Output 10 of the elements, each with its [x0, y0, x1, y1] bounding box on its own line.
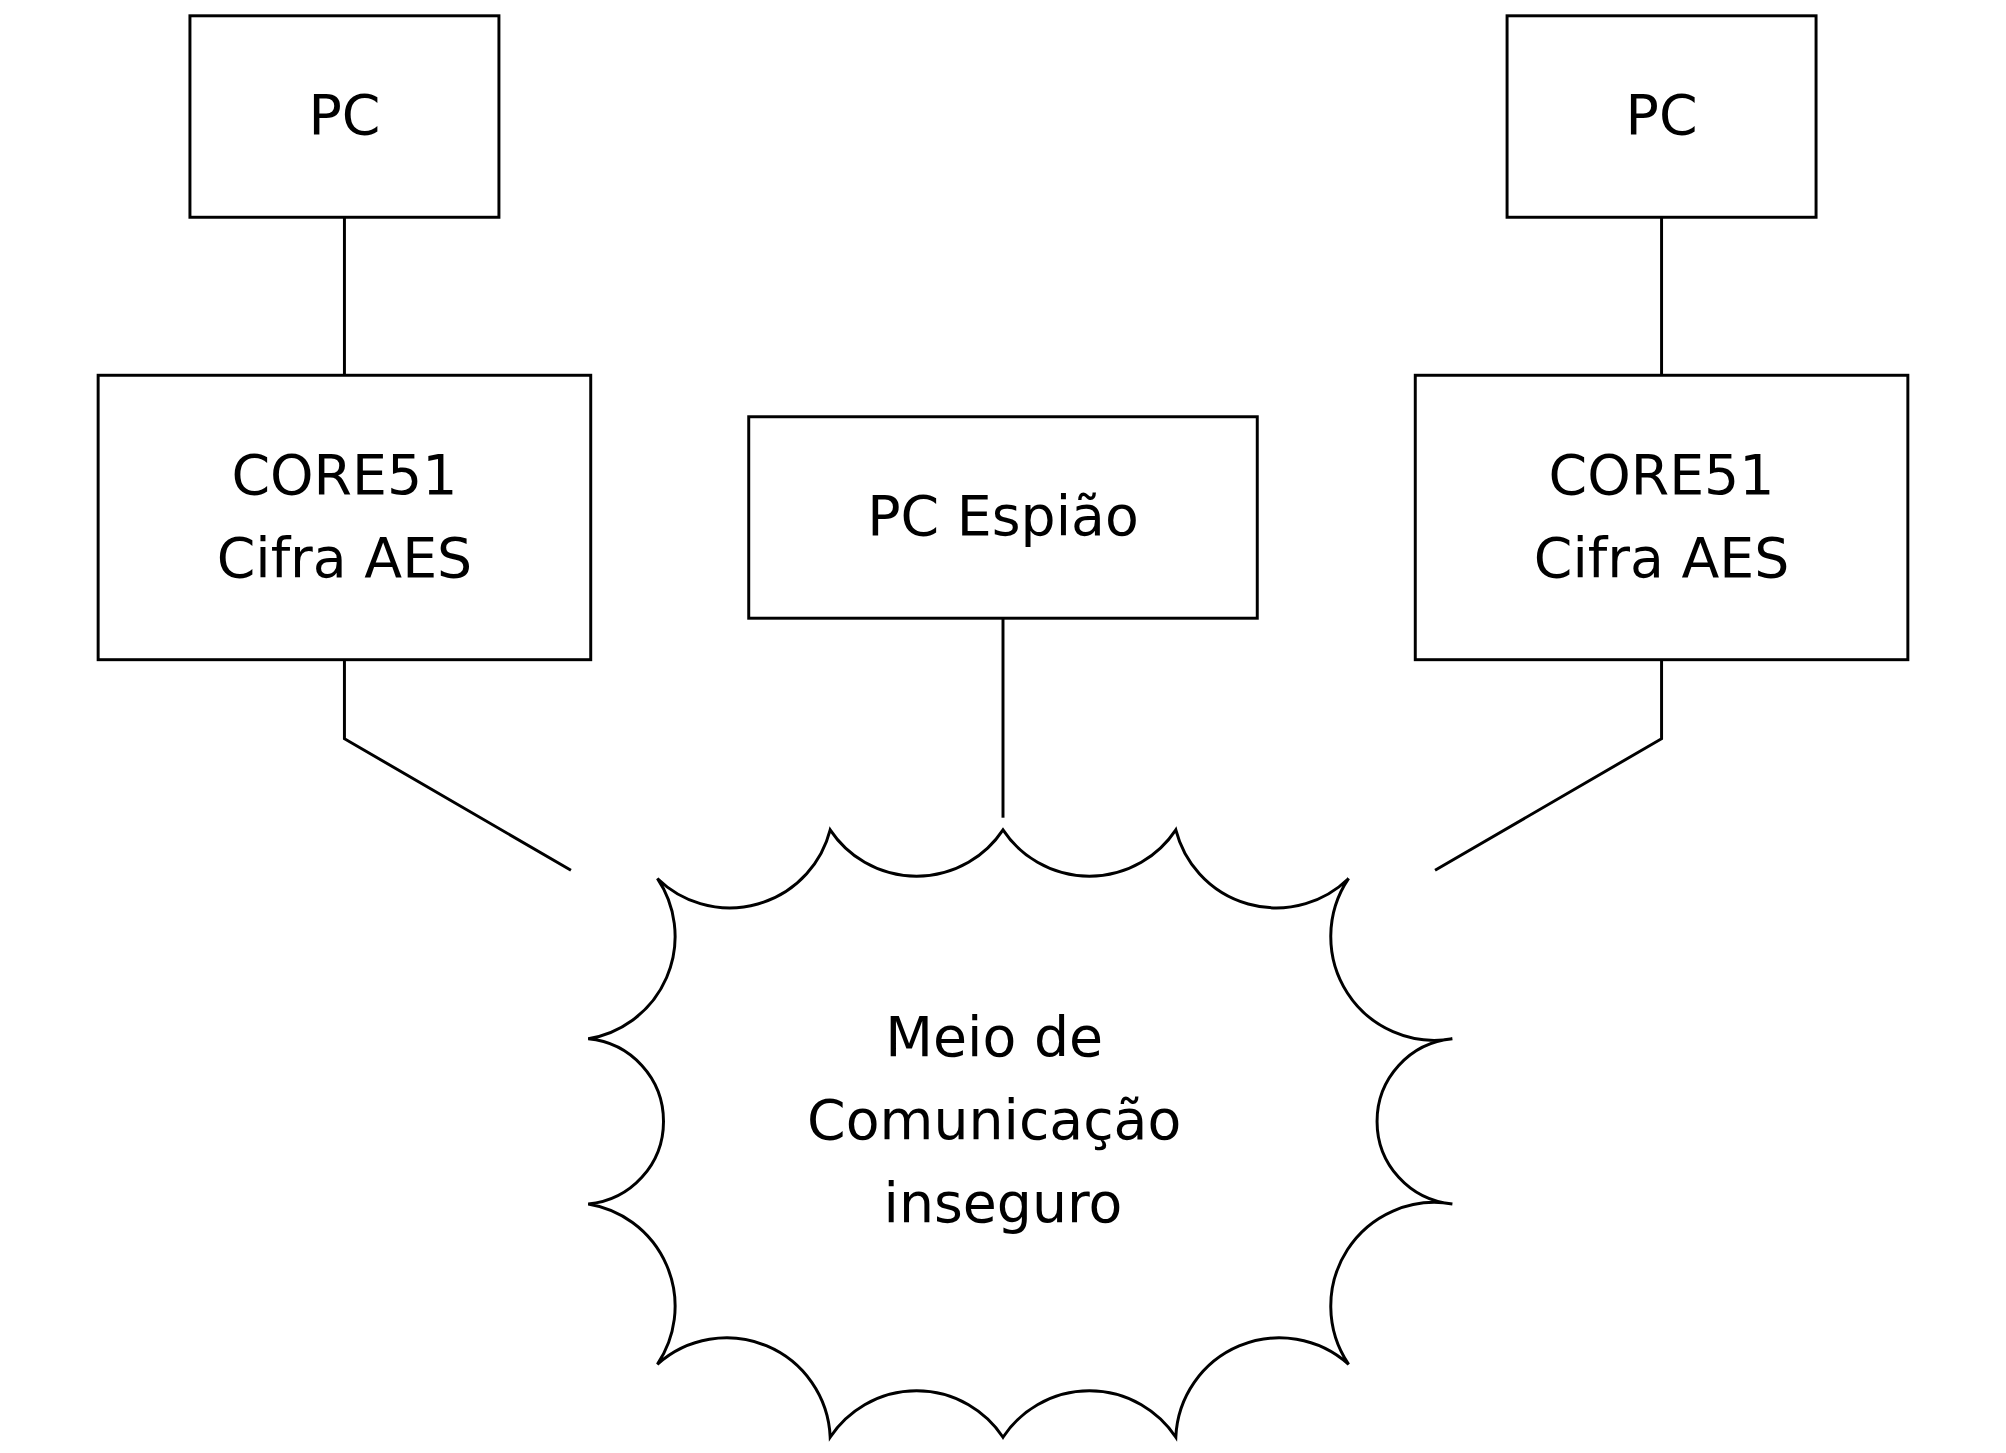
connector — [342, 659, 572, 872]
connector — [342, 217, 346, 376]
node-box: PC Espião — [747, 415, 1259, 620]
connector — [1434, 659, 1664, 872]
node-box: CORE51 Cifra AES — [96, 373, 593, 662]
node-box: PC — [1505, 14, 1818, 219]
connector — [1001, 618, 1005, 818]
connector — [1660, 217, 1664, 376]
node-box: PC — [188, 14, 501, 219]
node-box: CORE51 Cifra AES — [1413, 373, 1910, 662]
